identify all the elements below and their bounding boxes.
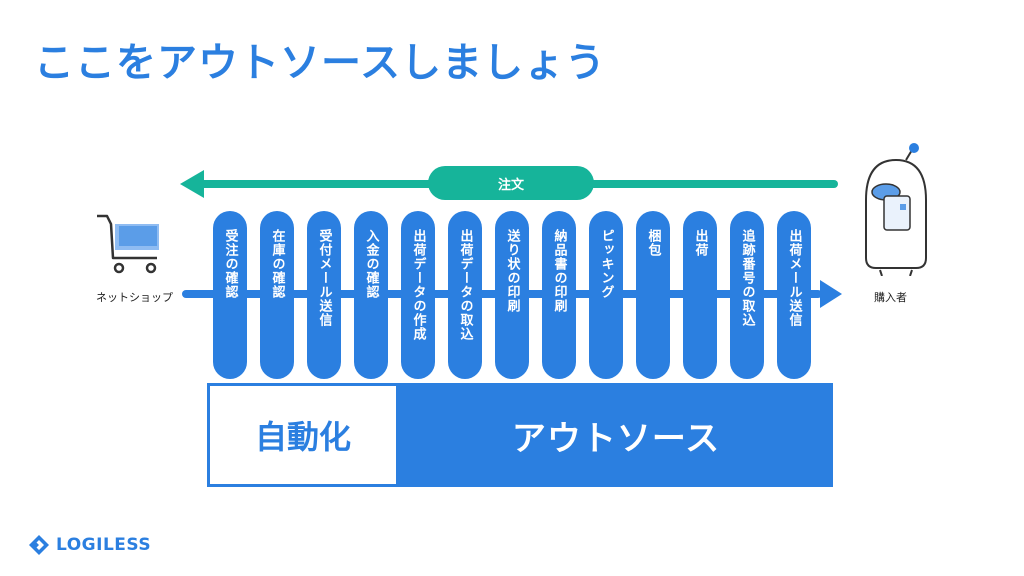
shopping-cart-icon <box>95 212 169 280</box>
shop-label: ネットショップ <box>96 291 173 304</box>
step-label: 納品書の印刷 <box>551 229 567 313</box>
step-pill: 梱包 <box>636 211 670 379</box>
step-label: 梱包 <box>645 229 661 257</box>
flow-arrow-head <box>820 280 842 308</box>
step-pill: 出荷データの作成 <box>401 211 435 379</box>
step-pill: 出荷データの取込 <box>448 211 482 379</box>
step-label: 入金の確認 <box>363 229 379 299</box>
step-pill: 送り状の印刷 <box>495 211 529 379</box>
step-pill: ピッキング <box>589 211 623 379</box>
step-label: 出荷メール送信 <box>786 229 802 327</box>
step-label: 送り状の印刷 <box>504 229 520 313</box>
robot-character-icon <box>856 140 938 280</box>
step-pill: 受注の確認 <box>213 211 247 379</box>
step-label: 追跡番号の取込 <box>739 229 755 327</box>
step-pill: 在庫の確認 <box>260 211 294 379</box>
step-label: 出荷 <box>692 229 708 257</box>
logiless-logo-icon <box>29 535 49 555</box>
automation-box: 自動化 <box>207 383 399 487</box>
step-pill: 出荷 <box>683 211 717 379</box>
step-pill: 納品書の印刷 <box>542 211 576 379</box>
buyer-label: 購入者 <box>874 291 907 304</box>
order-label: 注文 <box>428 166 594 200</box>
step-label: 出荷データの取込 <box>457 229 473 341</box>
step-pill: 出荷メール送信 <box>777 211 811 379</box>
page-title: ここをアウトソースしましょう <box>34 40 606 86</box>
order-arrow-head <box>180 170 204 198</box>
logiless-logo: LOGILESS <box>28 534 151 556</box>
step-label: 受注の確認 <box>222 229 238 299</box>
outsource-box: アウトソース <box>399 383 833 487</box>
step-pill: 入金の確認 <box>354 211 388 379</box>
step-label: 出荷データの作成 <box>410 229 426 341</box>
step-label: ピッキング <box>598 229 614 299</box>
logo-text: LOGILESS <box>56 535 152 555</box>
step-pill: 受付メール送信 <box>307 211 341 379</box>
step-pill: 追跡番号の取込 <box>730 211 764 379</box>
step-label: 在庫の確認 <box>269 229 285 299</box>
step-label: 受付メール送信 <box>316 229 332 327</box>
